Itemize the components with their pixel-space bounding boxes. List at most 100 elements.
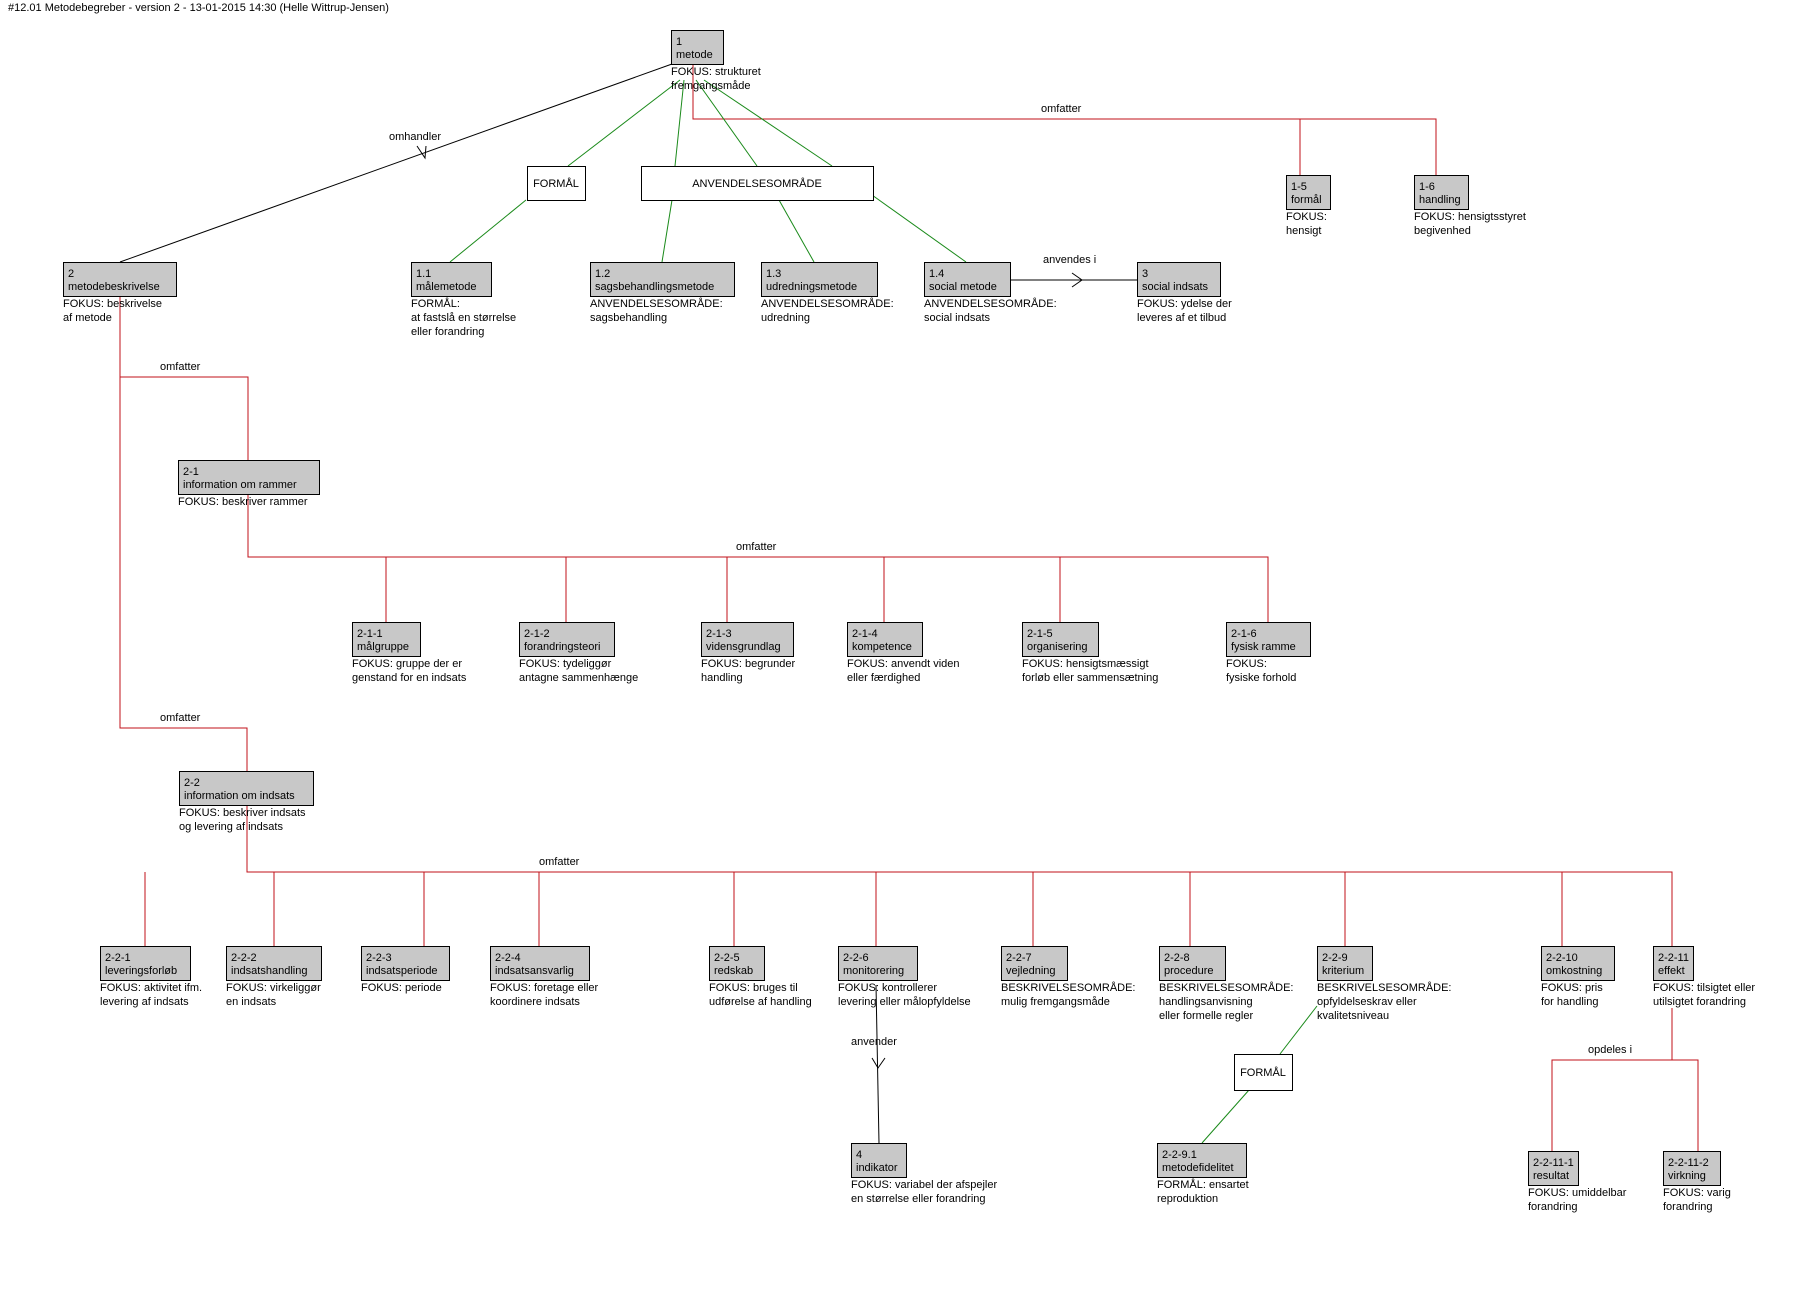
concept-description: levering eller målopfyldelse xyxy=(838,996,971,1008)
concept-box xyxy=(519,622,615,657)
concept-description: forløb eller sammensætning xyxy=(1022,672,1158,684)
concept-id: 2-1-3 xyxy=(706,628,732,640)
concept-id: 2-1-6 xyxy=(1231,628,1257,640)
concept-name: resultat xyxy=(1533,1170,1569,1182)
concept-name: metodebeskrivelse xyxy=(68,281,160,293)
concept-id: 1 xyxy=(676,36,682,48)
concept-description: FOKUS: periode xyxy=(361,982,442,994)
concept-description: FOKUS: anvendt viden xyxy=(847,658,960,670)
dim-link-kriterium xyxy=(1279,1005,1318,1055)
concept-description: FOKUS: hensigtsmæssigt xyxy=(1022,658,1149,670)
concept-description: FOKUS: aktivitet ifm. xyxy=(100,982,202,994)
concept-description: FOKUS: xyxy=(1286,211,1327,223)
concept-description: FOKUS: beskriver indsats xyxy=(179,807,306,819)
relation-label-omfatter-top: omfatter xyxy=(1041,103,1082,115)
concept-c2-2-8[interactable]: 2-2-8procedureBESKRIVELSESOMRÅDE:handlin… xyxy=(1159,946,1294,1023)
connector-2-omfatter-2-2 xyxy=(119,296,248,771)
relation-label-opdeles-i: opdeles i xyxy=(1588,1044,1632,1056)
connector-2-omfatter-2-1 xyxy=(120,376,249,460)
concept-box xyxy=(847,622,923,657)
concept-name: indsatsansvarlig xyxy=(495,965,574,977)
concept-name: information om rammer xyxy=(183,479,297,491)
concept-id: 1.4 xyxy=(929,268,944,280)
concept-name: målgruppe xyxy=(357,641,409,653)
concept-box xyxy=(226,946,322,981)
concept-box xyxy=(1137,262,1221,297)
connector-layer xyxy=(119,63,1699,1151)
concept-c1-2[interactable]: 1.2sagsbehandlingsmetodeANVENDELSESOMRÅD… xyxy=(590,262,735,325)
concept-box xyxy=(851,1143,907,1178)
concept-name: metode xyxy=(676,49,713,61)
concept-box xyxy=(709,946,765,981)
concept-description: FOKUS: beskrivelse xyxy=(63,298,162,310)
concept-description: FOKUS: foretage eller xyxy=(490,982,599,994)
concept-description: mulig fremgangsmåde xyxy=(1001,996,1110,1008)
concept-description: leveres af et tilbud xyxy=(1137,312,1226,324)
concept-box xyxy=(924,262,1011,297)
concept-description: genstand for en indsats xyxy=(352,672,467,684)
relation-anvender xyxy=(875,984,880,1144)
concept-id: 2-1-1 xyxy=(357,628,383,640)
concept-id: 1-6 xyxy=(1419,181,1435,193)
concept-description: FORMÅL: xyxy=(411,297,460,310)
concept-description: BESKRIVELSESOMRÅDE: xyxy=(1317,981,1452,994)
concept-box xyxy=(1001,946,1068,981)
concept-id: 2-1-2 xyxy=(524,628,550,640)
concept-name: leveringsforløb xyxy=(105,965,177,977)
concept-name: målemetode xyxy=(416,281,477,293)
concept-id: 2 xyxy=(68,268,74,280)
concept-description: ANVENDELSESOMRÅDE: xyxy=(590,297,723,310)
concept-box xyxy=(490,946,590,981)
concept-description: FOKUS: variabel der afspejler xyxy=(851,1179,997,1191)
concept-c1-3[interactable]: 1.3udredningsmetodeANVENDELSESOMRÅDE:udr… xyxy=(761,262,894,325)
concept-name: kompetence xyxy=(852,641,912,653)
concept-id: 2-2-9 xyxy=(1322,952,1348,964)
concept-description: FOKUS: bruges til xyxy=(709,982,798,994)
concept-description: sagsbehandling xyxy=(590,312,667,324)
relation-label-omfatter-2-2-children: omfatter xyxy=(539,856,580,868)
diagram-title: #12.01 Metodebegreber - version 2 - 13-0… xyxy=(8,2,389,14)
concept-c2-2-9[interactable]: 2-2-9kriteriumBESKRIVELSESOMRÅDE:opfylde… xyxy=(1317,946,1452,1023)
concept-id: 4 xyxy=(856,1149,862,1161)
concept-description: ANVENDELSESOMRÅDE: xyxy=(924,297,1057,310)
concept-name: redskab xyxy=(714,965,753,977)
concept-box xyxy=(1653,946,1694,981)
dimension-frame xyxy=(641,166,874,201)
concept-description: FOKUS: varig xyxy=(1663,1187,1731,1199)
concept-name: vidensgrundlag xyxy=(706,641,781,653)
concept-c2-2-7[interactable]: 2-2-7vejledningBESKRIVELSESOMRÅDE:mulig … xyxy=(1001,946,1136,1009)
concept-name: handling xyxy=(1419,194,1461,206)
connector-2-2-children xyxy=(246,805,1673,946)
dim-link-anvendelse-b xyxy=(695,79,758,167)
concept-description: FOKUS: virkeliggør xyxy=(226,982,321,994)
